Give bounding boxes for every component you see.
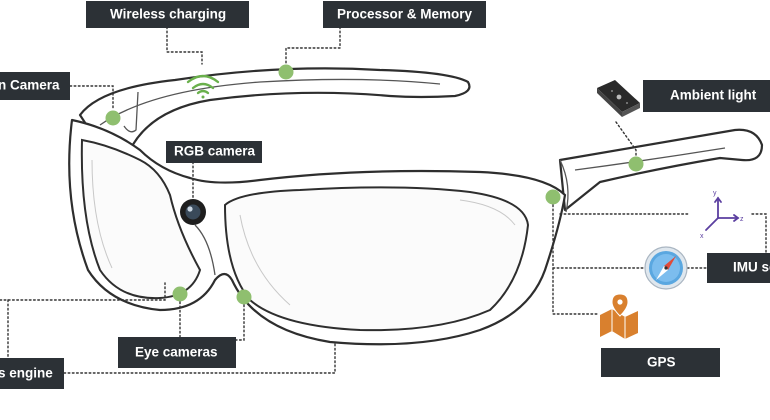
label-engine-text: s engine (0, 366, 53, 381)
right-lens-shine (239, 214, 291, 306)
dot-processor (278, 64, 294, 80)
label-wireless-charging-text: Wireless charging (110, 7, 226, 22)
dot-temple-hinge (545, 189, 561, 205)
label-processor-memory: Processor & Memory (323, 1, 486, 28)
nose-bridge (194, 224, 216, 276)
temple-arm-detail (574, 147, 726, 171)
dot-camera-left (105, 110, 121, 126)
map-pin-icon (600, 293, 638, 339)
light-sensor-icon (597, 80, 640, 117)
camera-lens-icon (180, 199, 206, 225)
leader-camera-left (69, 85, 114, 111)
label-gps-text: GPS (647, 355, 676, 370)
label-imu-text: IMU se (733, 260, 770, 275)
right-lens (223, 186, 530, 332)
dot-ambient-light (628, 156, 644, 172)
axes-icon (705, 196, 740, 231)
left-lens (80, 138, 202, 300)
smart-glasses (68, 67, 764, 346)
wifi-icon (186, 74, 220, 99)
sensor-dots (105, 64, 644, 305)
imu-axis-z: z (740, 216, 744, 223)
leader-engine-bottom (63, 343, 336, 374)
leader-gps (552, 267, 599, 315)
brow-notch (123, 91, 139, 133)
imu-axis-y: y (713, 190, 717, 197)
imu-axis-x: x (700, 233, 704, 240)
label-wireless-charging: Wireless charging (86, 1, 249, 28)
label-rgb-camera-text: RGB camera (174, 144, 256, 159)
label-camera-left-text: n Camera (0, 78, 60, 93)
right-lens-top-shine (459, 199, 516, 226)
dot-eye-camera-left (172, 286, 188, 302)
label-eye-cameras-text: Eye cameras (135, 345, 218, 360)
left-lens-shine (91, 159, 113, 269)
compass-icon (644, 246, 688, 290)
leader-processor (285, 26, 341, 65)
label-ambient-light-text: Ambient light (670, 88, 757, 103)
dot-eye-camera-right (236, 289, 252, 305)
label-eye-cameras: Eye cameras (118, 337, 236, 368)
leader-lines (0, 26, 767, 374)
label-imu: IMU se (707, 253, 770, 283)
label-rgb-camera: RGB camera (166, 141, 262, 163)
label-gps: GPS (601, 348, 720, 377)
label-engine: s engine (0, 358, 64, 389)
leader-imu-top (751, 213, 767, 253)
label-ambient-light: Ambient light (643, 80, 770, 112)
temple-hinge (559, 159, 569, 213)
leader-wireless (166, 26, 203, 65)
label-processor-memory-text: Processor & Memory (337, 7, 473, 22)
leader-ambient (615, 121, 637, 157)
label-camera-left: n Camera (0, 72, 70, 100)
leader-engine (0, 282, 166, 301)
temple-arm (558, 128, 764, 212)
leader-eye-right (235, 304, 245, 341)
